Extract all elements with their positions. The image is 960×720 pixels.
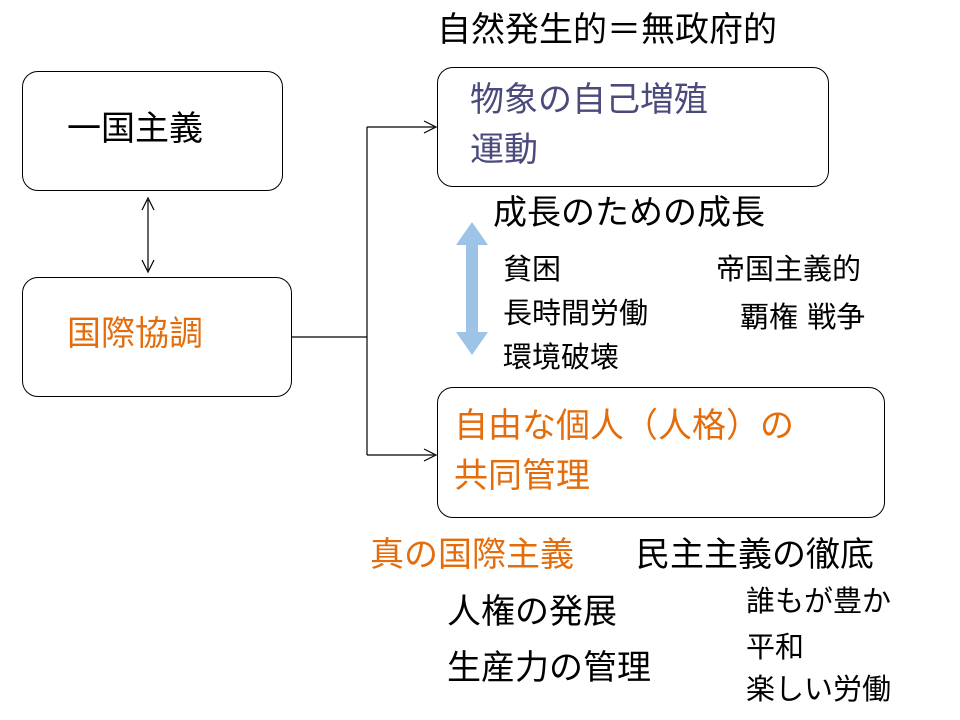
- node-free-individuals: 自由な個人（人格）の 共同管理: [437, 387, 885, 518]
- link-arrowhead-top: [141, 196, 155, 211]
- node-commodity-self-growth: 物象の自己増殖 運動: [437, 67, 829, 187]
- node-free-individuals-line2: 共同管理: [454, 456, 590, 496]
- human-rights-development: 人権の発展: [447, 592, 617, 632]
- consequence-imperialism: 帝国主義的: [716, 252, 862, 286]
- growth-label: 成長のための成長: [493, 193, 765, 233]
- prosperity-for-all: 誰もが豊か: [746, 584, 892, 618]
- thorough-democracy: 民主主義の徹底: [636, 535, 874, 575]
- consequence-hegemony-war: 覇権 戦争: [740, 300, 866, 334]
- opposition-double-arrow: [456, 222, 488, 355]
- consequence-poverty: 貧困: [503, 252, 562, 286]
- consequence-long-hours: 長時間労働: [503, 296, 649, 330]
- productive-forces-management: 生産力の管理: [447, 648, 651, 688]
- node-ikkoku-label: 一国主義: [67, 109, 203, 149]
- node-free-individuals-line1: 自由な個人（人格）の: [454, 406, 794, 446]
- node-kokusai: 国際協調: [22, 277, 292, 397]
- joyful-labor: 楽しい労働: [746, 672, 892, 706]
- branch-bottom-arrowhead: [423, 448, 438, 462]
- link-arrowhead-bottom: [141, 259, 155, 274]
- peace: 平和: [746, 630, 805, 664]
- top-title: 自然発生的＝無政府的: [437, 10, 777, 50]
- node-commodity-line2: 運動: [470, 130, 538, 170]
- true-internationalism: 真の国際主義: [370, 535, 574, 575]
- branch-top-arrowhead: [423, 120, 438, 134]
- node-ikkoku: 一国主義: [22, 71, 283, 191]
- consequence-environment: 環境破壊: [503, 340, 620, 374]
- node-kokusai-label: 国際協調: [67, 314, 203, 354]
- node-commodity-line1: 物象の自己増殖: [470, 80, 708, 120]
